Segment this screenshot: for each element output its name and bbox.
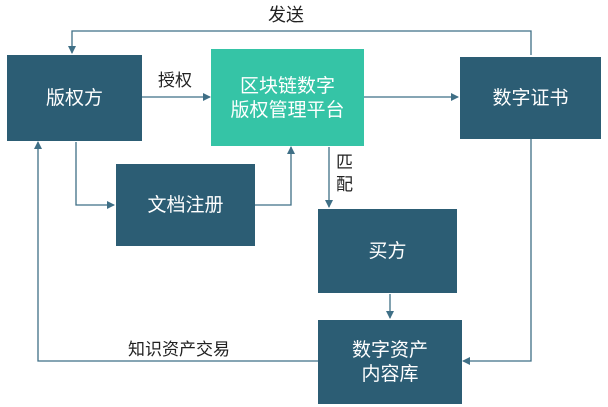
edge-match-label-line2: 配 — [336, 175, 353, 195]
node-doc-registration: 文档注册 — [116, 164, 255, 246]
node-library-label-line1: 数字资产 — [351, 339, 428, 361]
edge-authorize-label: 授权 — [158, 71, 192, 91]
edge-trade-label: 知识资产交易 — [128, 340, 230, 360]
node-doc-registration-label: 文档注册 — [147, 194, 224, 216]
node-library: 数字资产 内容库 — [318, 320, 462, 404]
node-platform-label-line2: 版权管理平台 — [230, 98, 345, 121]
edge-owner-registration — [75, 142, 115, 209]
node-certificate: 数字证书 — [460, 57, 601, 139]
edge-certificate-library — [462, 138, 532, 365]
edge-match-label-line1: 匹 — [336, 153, 353, 173]
node-platform-label-line1: 区块链数字 — [239, 74, 335, 97]
node-copyright-owner-label: 版权方 — [45, 87, 103, 109]
edge-registration-platform — [255, 146, 295, 206]
edge-trade — [34, 141, 318, 362]
node-certificate-label: 数字证书 — [492, 87, 569, 109]
edge-send — [68, 30, 532, 55]
node-copyright-owner: 版权方 — [7, 55, 142, 141]
node-buyer-label: 买方 — [368, 240, 407, 262]
edge-send-label: 发送 — [268, 5, 304, 26]
node-platform: 区块链数字 版权管理平台 — [211, 49, 364, 146]
node-buyer: 买方 — [318, 209, 457, 293]
node-library-label-line2: 内容库 — [361, 363, 419, 385]
